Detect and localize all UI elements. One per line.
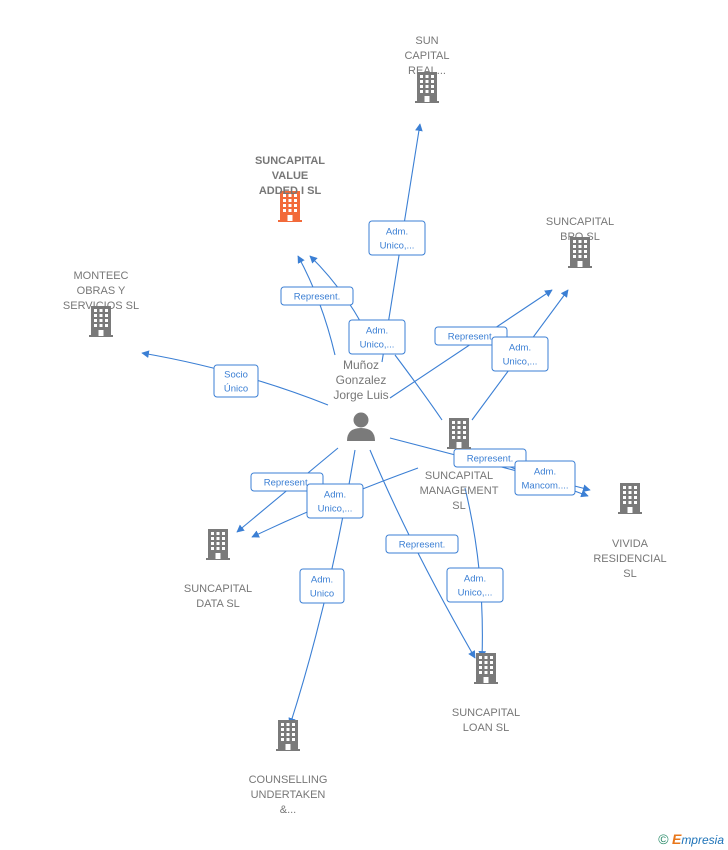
person-name-line-2: Gonzalez	[336, 373, 387, 387]
relation-label-box	[368, 220, 426, 256]
company-label-line-1: VIVIDA	[612, 538, 649, 550]
company-node-suncapital-loan[interactable]: SUNCAPITAL LOAN SL	[452, 653, 520, 734]
relation-label-text: Adm.	[509, 343, 531, 354]
relation-label-r7[interactable]: Represent.	[453, 448, 527, 468]
relation-label-text: Represent.	[448, 332, 494, 343]
relation-label-r8[interactable]: Adm. Mancom....	[514, 460, 576, 496]
company-label-line-2: DATA SL	[196, 598, 240, 610]
company-label-line-1: MONTEEC	[74, 270, 129, 282]
relation-label-text: Represent.	[294, 292, 340, 303]
relation-label-text: Unico,...	[360, 340, 395, 351]
relation-label-text: Unico,...	[318, 504, 353, 515]
building-icon	[447, 418, 471, 449]
relation-label-box	[280, 286, 354, 306]
company-node-counselling[interactable]: COUNSELLING UNDERTAKEN &...	[249, 720, 328, 816]
relation-label-text: Adm.	[311, 575, 333, 586]
relation-label-text: Unico,...	[503, 357, 538, 368]
relation-label-r2[interactable]: Represent.	[280, 286, 354, 306]
relation-label-text: Unico,...	[380, 241, 415, 252]
company-label-line-3: &...	[280, 804, 297, 816]
relation-label-box	[385, 534, 459, 554]
company-label-line-2: BPO SL	[560, 231, 600, 243]
company-label-line-2: CAPITAL	[404, 50, 449, 62]
company-label-line-3: REAL...	[408, 65, 446, 77]
building-icon	[618, 483, 642, 514]
relation-label-r12[interactable]: Represent.	[385, 534, 459, 554]
company-label-line-3: SERVICIOS SL	[63, 300, 139, 312]
relation-label-text: Represent.	[264, 478, 310, 489]
relation-label-box	[348, 319, 406, 355]
company-node-suncapital-management[interactable]: SUNCAPITAL MANAGEMENT SL	[420, 418, 499, 512]
relation-label-text: Unico	[310, 589, 334, 600]
relation-label-text: Represent.	[467, 454, 513, 465]
brand-logo-text: mpresia	[681, 833, 724, 847]
company-label-line-3: ADDED I SL	[259, 185, 322, 197]
relation-label-r4[interactable]: Represent.	[434, 326, 508, 346]
company-label-line-3: SL	[623, 568, 636, 580]
relation-label-box	[491, 336, 549, 372]
relation-label-r9[interactable]: Represent.	[250, 472, 324, 492]
company-label-line-1: SUNCAPITAL	[255, 155, 325, 167]
company-label-line-3: SL	[452, 500, 465, 512]
company-node-vivida[interactable]: VIVIDA RESIDENCIAL SL	[593, 483, 667, 580]
company-label-line-1: SUN	[415, 35, 438, 47]
company-node-sun-capital-real[interactable]: SUN CAPITAL REAL...	[404, 35, 450, 103]
relation-label-r3[interactable]: Adm. Unico,...	[348, 319, 406, 355]
relation-label-r10[interactable]: Adm. Unico,...	[306, 483, 364, 519]
relation-label-box	[306, 483, 364, 519]
building-icon	[474, 653, 498, 684]
footer-brand: © Empresia	[658, 831, 724, 847]
company-node-suncapital-bpo[interactable]: SUNCAPITAL BPO SL	[546, 216, 614, 268]
relation-label-text: Represent.	[399, 540, 445, 551]
company-label-line-2: VALUE	[272, 170, 308, 182]
relation-label-box	[434, 326, 508, 346]
company-label-line-1: SUNCAPITAL	[546, 216, 614, 228]
company-label-line-1: COUNSELLING	[249, 774, 328, 786]
relation-label-text: Adm.	[464, 574, 486, 585]
relation-label-text: Adm.	[534, 467, 556, 478]
relation-label-box	[453, 448, 527, 468]
relation-label-text: Adm.	[366, 326, 388, 337]
company-label-line-2: OBRAS Y	[77, 285, 126, 297]
company-label-line-1: SUNCAPITAL	[452, 707, 520, 719]
relation-label-box	[514, 460, 576, 496]
relation-label-r11[interactable]: Adm. Unico	[299, 568, 345, 604]
relation-label-box	[250, 472, 324, 492]
company-label-line-2: MANAGEMENT	[420, 485, 499, 497]
company-label-line-1: SUNCAPITAL	[184, 583, 252, 595]
edge-value-management	[394, 354, 443, 421]
relation-label-text: Adm.	[386, 227, 408, 238]
relation-label-r1[interactable]: Adm. Unico,...	[368, 220, 426, 256]
company-label-line-1: SUNCAPITAL	[425, 470, 493, 482]
relation-label-text: Adm.	[324, 490, 346, 501]
copyright-symbol: ©	[658, 831, 669, 847]
relation-label-box	[446, 567, 504, 603]
company-label-line-2: UNDERTAKEN	[251, 789, 326, 801]
person-icon	[347, 412, 375, 441]
relation-label-text: Único	[224, 384, 248, 395]
company-label-line-2: LOAN SL	[463, 722, 509, 734]
relation-label-text: Socio	[224, 370, 248, 381]
relation-label-text: Mancom....	[522, 481, 569, 492]
company-node-monteec[interactable]: MONTEEC OBRAS Y SERVICIOS SL	[63, 270, 139, 337]
person-name-line-1: Muñoz	[343, 358, 379, 372]
company-node-suncapital-data[interactable]: SUNCAPITAL DATA SL	[184, 529, 252, 610]
relation-label-box	[299, 568, 345, 604]
person-node[interactable]: Muñoz Gonzalez Jorge Luis	[333, 358, 389, 441]
building-icon	[276, 720, 300, 751]
building-icon	[206, 529, 230, 560]
brand-logo-initial: E	[671, 831, 682, 847]
relation-label-r13[interactable]: Adm. Unico,...	[446, 567, 504, 603]
relation-label-box	[213, 364, 259, 398]
person-name-line-3: Jorge Luis	[333, 388, 388, 402]
relation-label-r5[interactable]: Adm. Unico,...	[491, 336, 549, 372]
company-label-line-2: RESIDENCIAL	[593, 553, 666, 565]
relation-label-text: Unico,...	[458, 588, 493, 599]
company-node-suncapital-value[interactable]: SUNCAPITAL VALUE ADDED I SL	[255, 155, 325, 222]
